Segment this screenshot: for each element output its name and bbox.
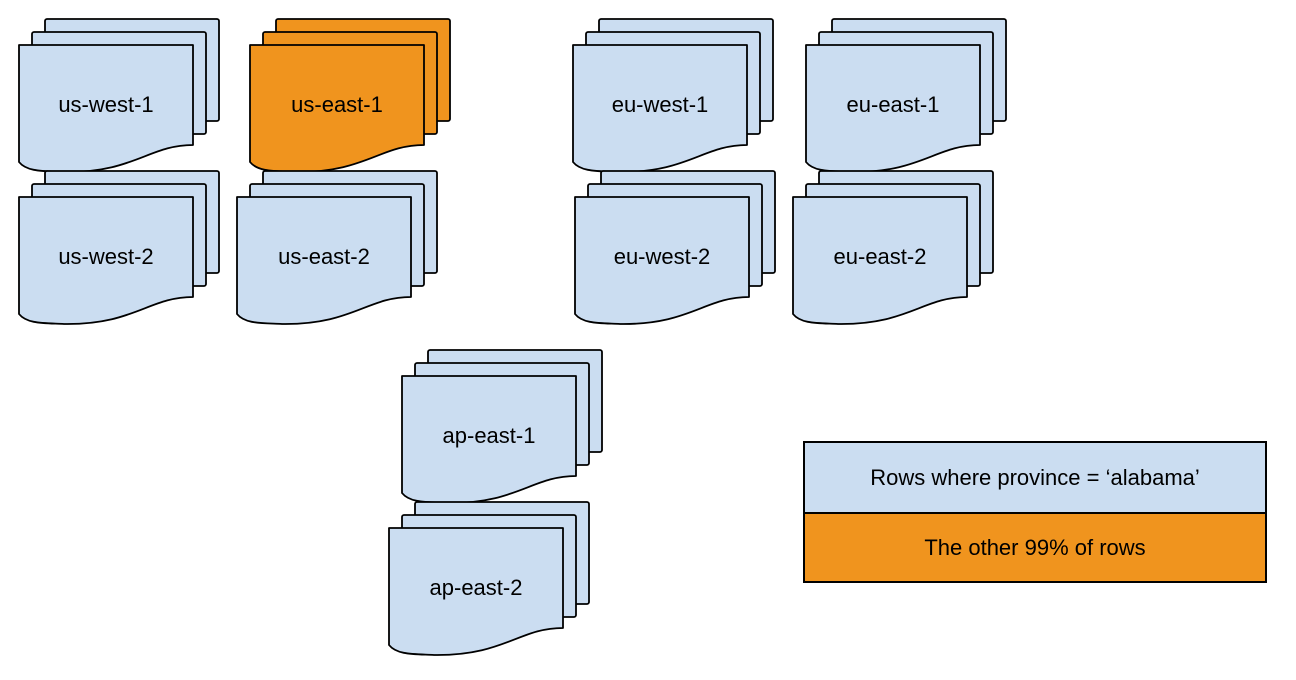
region-stack-us-west-2: us-west-2	[18, 170, 220, 328]
legend-item-label: Rows where province = ‘alabama’	[870, 464, 1200, 490]
document-stack-icon: us-west-2	[18, 170, 220, 325]
document-stack-icon: eu-east-1	[805, 18, 1007, 173]
region-stack-ap-east-1: ap-east-1	[401, 349, 603, 507]
region-label: us-west-2	[58, 244, 153, 269]
document-stack-icon: us-west-1	[18, 18, 220, 173]
legend-item-other-rows: The other 99% of rows	[805, 512, 1265, 581]
region-label: us-west-1	[58, 92, 153, 117]
region-label: eu-east-1	[847, 92, 940, 117]
region-stack-eu-west-2: eu-west-2	[574, 170, 776, 328]
legend: Rows where province = ‘alabama’ The othe…	[803, 441, 1267, 583]
document-stack-icon: eu-west-1	[572, 18, 774, 173]
document-stack-icon: eu-east-2	[792, 170, 994, 325]
region-label: eu-west-1	[612, 92, 709, 117]
region-label: ap-east-2	[430, 575, 523, 600]
region-label: eu-east-2	[834, 244, 927, 269]
document-stack-icon: eu-west-2	[574, 170, 776, 325]
legend-item-label: The other 99% of rows	[924, 534, 1146, 560]
legend-item-alabama-rows: Rows where province = ‘alabama’	[805, 443, 1265, 512]
region-stack-eu-east-2: eu-east-2	[792, 170, 994, 328]
document-stack-icon: us-east-2	[236, 170, 438, 325]
document-stack-icon: us-east-1	[249, 18, 451, 173]
region-stack-eu-east-1: eu-east-1	[805, 18, 1007, 176]
region-label: us-east-2	[278, 244, 370, 269]
document-stack-icon: ap-east-1	[401, 349, 603, 504]
region-label: ap-east-1	[443, 423, 536, 448]
document-stack-icon: ap-east-2	[388, 501, 590, 656]
region-stack-ap-east-2: ap-east-2	[388, 501, 590, 659]
region-stack-us-east-2: us-east-2	[236, 170, 438, 328]
region-stack-eu-west-1: eu-west-1	[572, 18, 774, 176]
region-stack-us-west-1: us-west-1	[18, 18, 220, 176]
region-stack-us-east-1: us-east-1	[249, 18, 451, 176]
region-label: eu-west-2	[614, 244, 711, 269]
region-label: us-east-1	[291, 92, 383, 117]
